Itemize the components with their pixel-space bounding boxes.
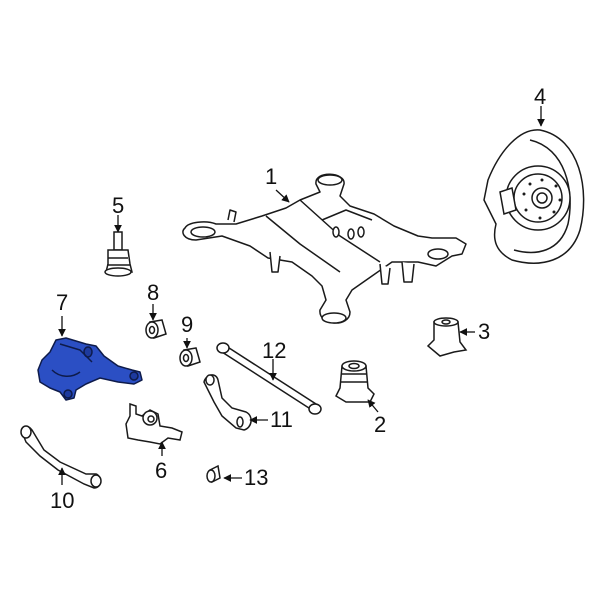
callout-10[interactable]: 10 [50,488,75,513]
callout-6[interactable]: 6 [155,458,168,483]
part-1-subframe[interactable] [182,173,467,324]
callout-12[interactable]: 12 [262,338,287,363]
part-11-trailing-arm[interactable] [203,374,252,431]
callout-3[interactable]: 3 [478,319,491,344]
part-6-bracket[interactable] [125,402,183,445]
part-2-mount-bushing[interactable] [335,360,375,403]
part-4-brake-backing-plate[interactable] [483,129,585,264]
callout-7[interactable]: 7 [56,290,69,315]
part-3-bushing[interactable] [426,317,468,357]
callout-13[interactable]: 13 [244,465,269,490]
part-13-cap[interactable] [206,464,221,484]
part-9-bushing[interactable] [179,347,201,367]
part-8-bushing[interactable] [145,319,167,339]
callout-2[interactable]: 2 [374,412,387,437]
callout-1[interactable]: 1 [265,164,278,189]
callout-4[interactable]: 4 [534,84,547,109]
part-10-control-arm[interactable] [20,425,102,489]
part-12-lateral-link[interactable] [216,342,322,415]
callout-9[interactable]: 9 [181,312,194,337]
leader-arrows [58,106,545,485]
part-5-ball-joint[interactable] [104,231,133,277]
callout-5[interactable]: 5 [112,193,125,218]
part-7-knuckle-highlighted[interactable] [37,337,143,401]
callout-11[interactable]: 11 [270,407,293,432]
callout-8[interactable]: 8 [147,280,160,305]
